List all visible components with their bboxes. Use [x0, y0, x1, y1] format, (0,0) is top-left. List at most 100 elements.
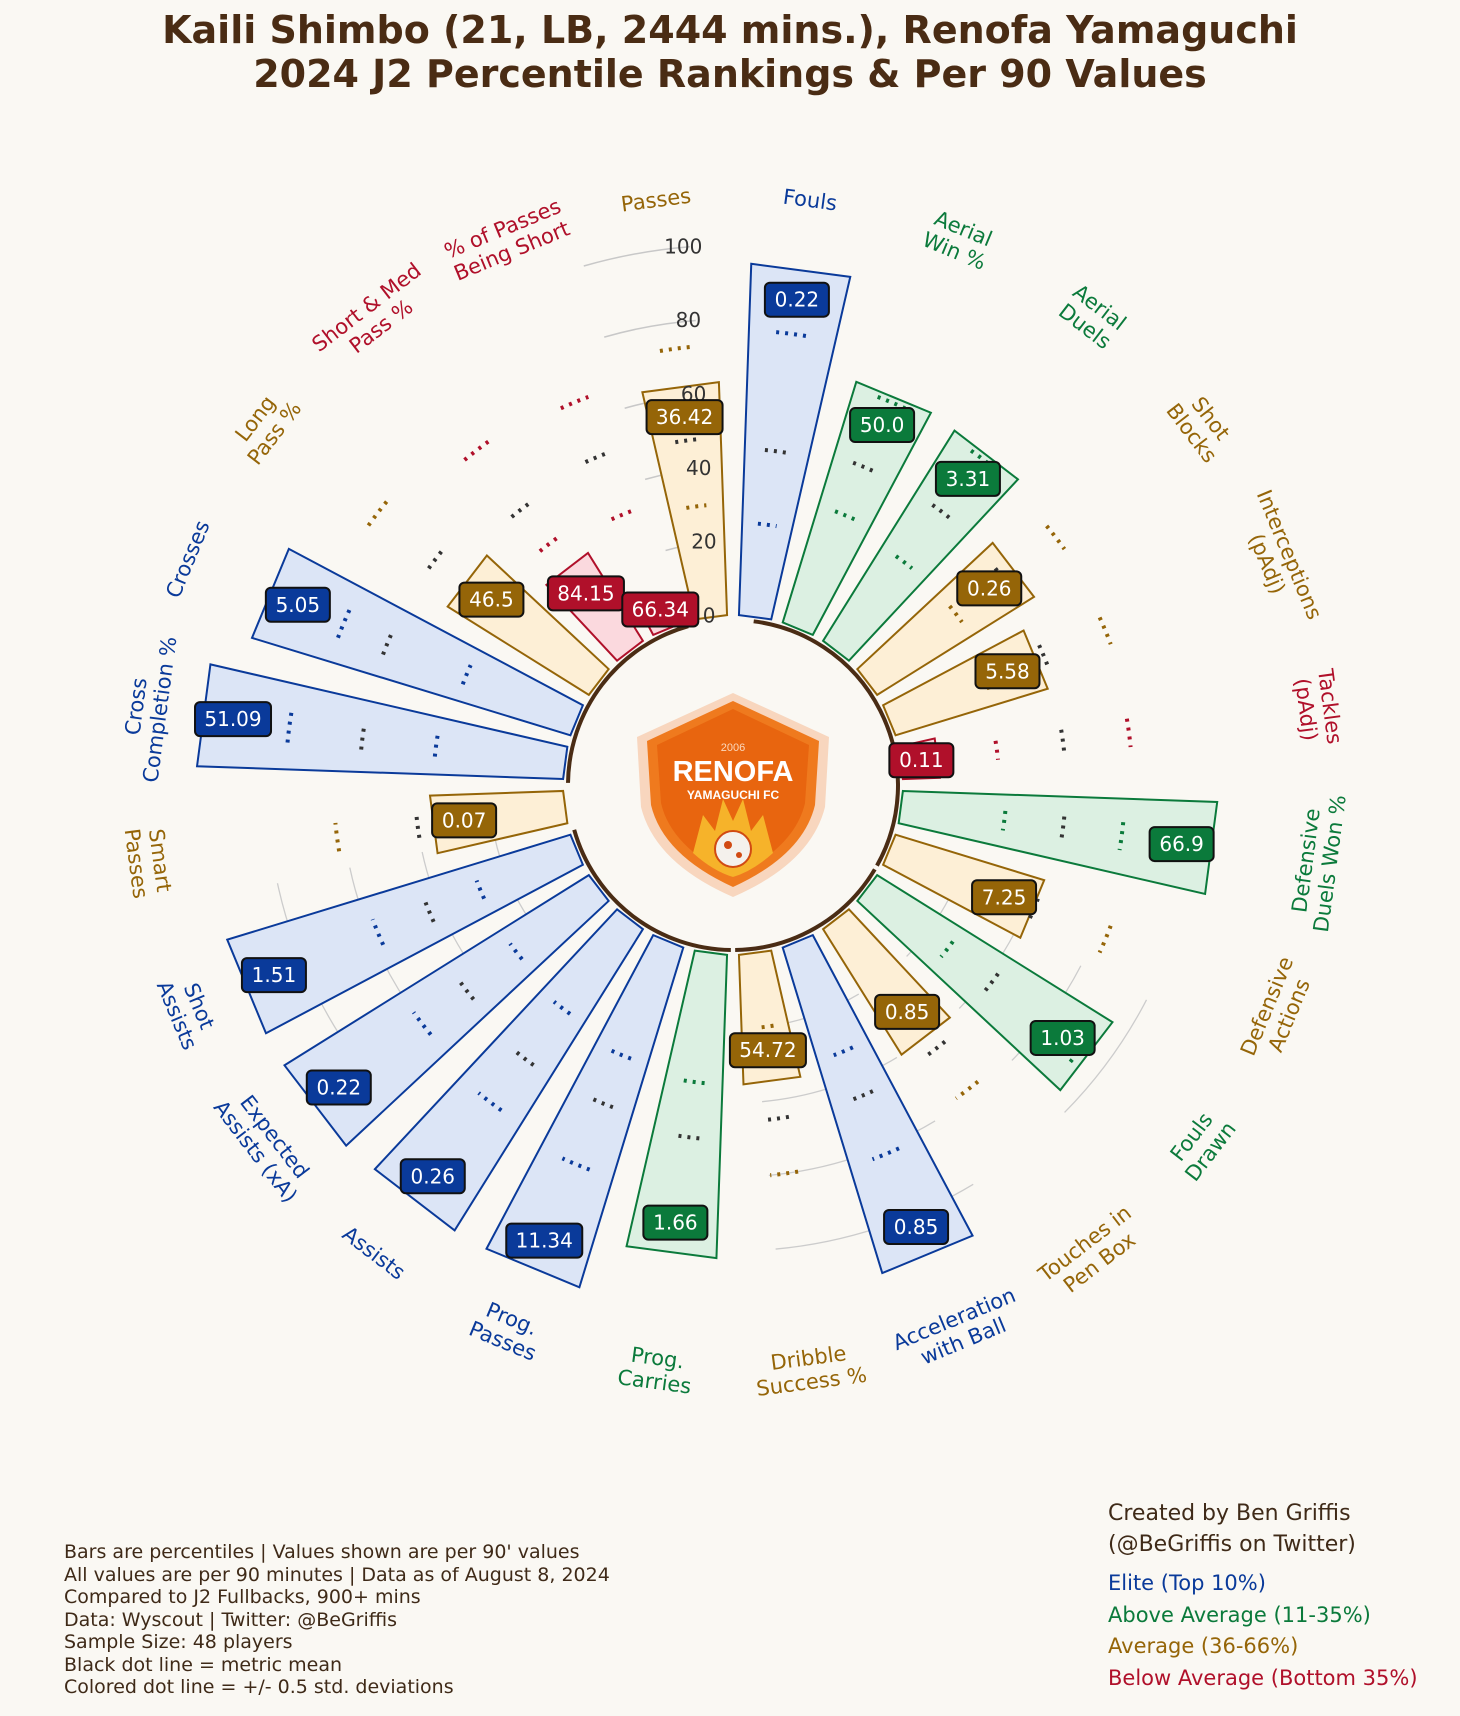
metric-bar [485, 933, 685, 1289]
dot-line [852, 460, 877, 475]
tier-legend: Elite (Top 10%) Above Average (11-35%) A… [1108, 1568, 1418, 1694]
group-arc [572, 829, 731, 952]
credit-line: (@BeGriffis on Twitter) [1108, 1532, 1356, 1557]
dot-line [510, 500, 533, 519]
dot-line [432, 734, 440, 757]
dot-line [512, 1048, 535, 1067]
dot-line [610, 509, 632, 522]
dot-line [477, 1091, 503, 1113]
note-line: Compared to J2 Fullbacks, 900+ mins [64, 1586, 421, 1608]
dot-line [508, 942, 524, 961]
value-box [883, 1208, 950, 1245]
tick-label: 0 [703, 603, 716, 627]
metric-bar [781, 933, 974, 1275]
dot-line [414, 814, 422, 839]
value-label: 7.25 [982, 885, 1027, 909]
value-label: 0.85 [885, 1000, 930, 1024]
dot-line [769, 1169, 799, 1178]
value-label: 1.03 [1040, 1026, 1085, 1050]
dot-line [757, 521, 777, 529]
crest-subtitle: YAMAGUCHI FC [687, 788, 780, 802]
metric-label-line: Assists [338, 1222, 410, 1285]
value-label: 0.11 [899, 748, 944, 772]
value-box [458, 581, 525, 618]
chart-title-line1: Kaili Shimbo (21, LB, 2444 mins.), Renof… [162, 8, 1298, 52]
value-boxes: 0.2250.03.310.265.580.1166.97.251.030.85… [194, 281, 1215, 1259]
dot-line [833, 1045, 854, 1058]
dot-line [764, 1114, 790, 1122]
dot-line [366, 498, 390, 527]
dot-line [1124, 718, 1133, 748]
metric-label: Tackles(pAdj) [1290, 666, 1347, 745]
value-label: 0.22 [775, 288, 820, 312]
tick-label: 20 [691, 530, 716, 554]
metric-bar [897, 789, 1219, 896]
value-label: 0.85 [894, 1215, 939, 1239]
value-box [888, 742, 955, 779]
metric-label: Passes [620, 184, 693, 217]
value-box [971, 879, 1038, 916]
dot-line [561, 1156, 591, 1172]
metric-label-line: Passes [620, 184, 693, 217]
value-label: 1.66 [653, 1211, 698, 1235]
dot-line [457, 978, 476, 1001]
dot-line [931, 503, 954, 522]
value-box [728, 1032, 807, 1069]
value-box [956, 570, 1023, 607]
dot-line [359, 722, 367, 750]
tick-label: 40 [686, 456, 711, 480]
metric-label: Crosses [161, 517, 214, 601]
dot-line [1059, 729, 1067, 754]
dot-line [673, 1133, 700, 1141]
legend-average: Average (36-66%) [1108, 1634, 1299, 1658]
value-label: 1.51 [252, 963, 297, 987]
chart-notes: Bars are percentiles | Values shown are … [64, 1541, 610, 1699]
dot-line [849, 1089, 874, 1103]
dot-line [1037, 644, 1051, 669]
value-label: 51.09 [204, 707, 261, 731]
credit-line: Created by Ben Griffis [1108, 1501, 1351, 1526]
legend-above-average: Above Average (11-35%) [1108, 1602, 1371, 1627]
metric-bar [250, 547, 585, 737]
value-label: 36.42 [656, 405, 713, 429]
metric-label: Prog.Passes [466, 1298, 541, 1366]
dot-line [427, 545, 447, 570]
value-box [849, 407, 916, 444]
legend-below-average: Below Average (Bottom 35%) [1108, 1665, 1418, 1690]
grid-arc [583, 245, 690, 267]
value-box [399, 1158, 466, 1195]
dot-line [422, 899, 436, 923]
dot-line [939, 940, 955, 959]
dot-line [381, 628, 396, 656]
value-box [194, 701, 273, 738]
chart-title: Kaili Shimbo (21, LB, 2444 mins.), Renof… [0, 8, 1460, 96]
dot-line [948, 604, 964, 624]
club-crest: 2006 RENOFA YAMAGUCHI FC [637, 693, 829, 897]
dot-line [560, 395, 590, 411]
dot-line [686, 503, 707, 510]
value-box [1148, 826, 1215, 863]
dot-line [463, 439, 490, 462]
chart-title-line2: 2024 J2 Percentile Rankings & Per 90 Val… [253, 52, 1207, 96]
dot-line [834, 509, 856, 522]
dot-line [336, 608, 352, 639]
value-label: 0.26 [410, 1164, 455, 1188]
value-label: 54.72 [739, 1038, 796, 1062]
dot-line [538, 536, 559, 553]
metric-label: Fouls [782, 185, 839, 216]
group-separator-arcs [566, 619, 900, 952]
dot-line [460, 664, 473, 685]
dot-line [982, 972, 1000, 994]
metric-label-line: Fouls [782, 185, 839, 216]
value-box [240, 957, 307, 994]
value-label: 66.34 [632, 597, 689, 621]
dot-line [764, 448, 790, 456]
metric-bar [641, 381, 729, 621]
